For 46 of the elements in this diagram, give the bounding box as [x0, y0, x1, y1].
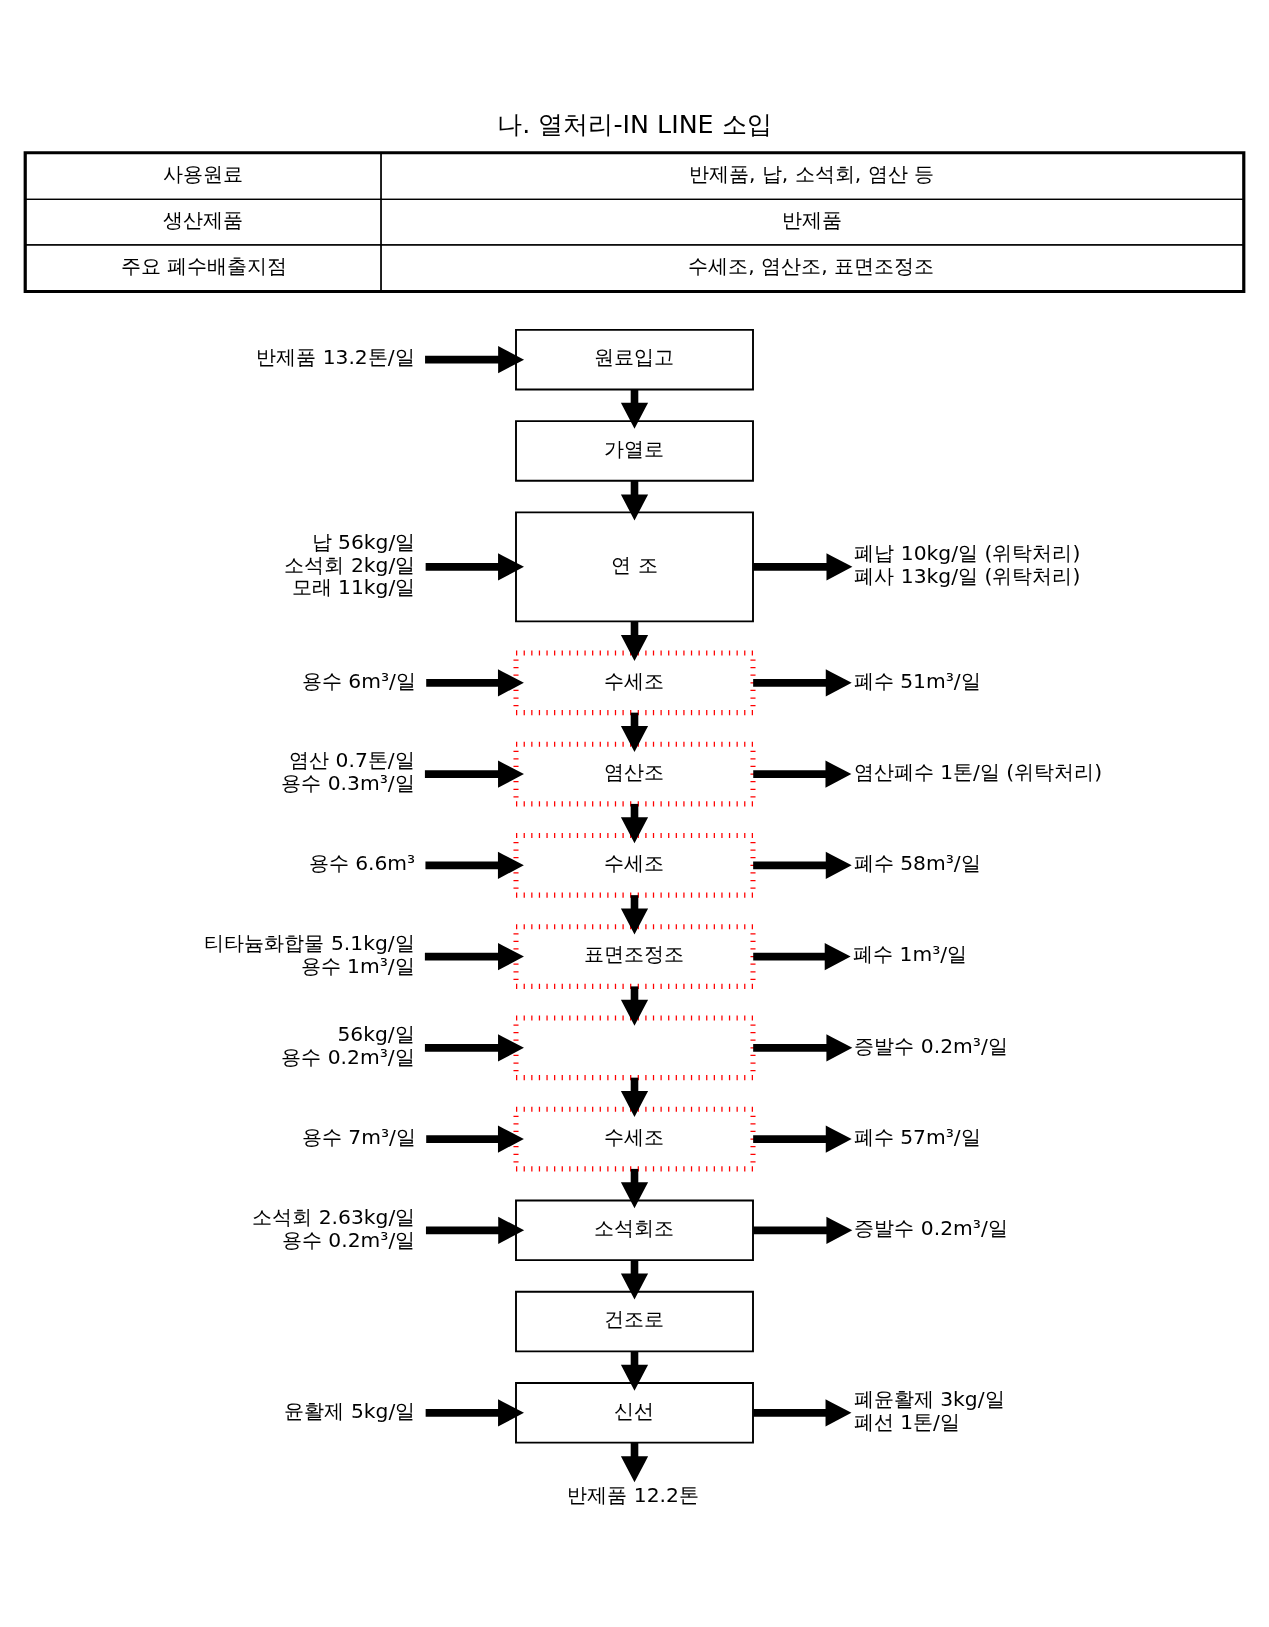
node-text: 염산 0.7톤/일 용수 0.3m³/일: [281, 747, 415, 795]
node-text: 염산폐수 1톤/일 (위탁처리): [853, 759, 1103, 784]
node-box: 염산조: [513, 741, 756, 806]
node-text: 폐윤활제 3kg/일 폐선 1톤/일: [853, 1386, 1005, 1434]
arrow: [753, 1216, 853, 1244]
node-box: [513, 1015, 756, 1080]
label: 생산제품: [163, 207, 244, 232]
label: 사용원료: [163, 161, 244, 186]
node-text: 56kg/일 용수 0.2m³/일: [281, 1021, 415, 1069]
label: 수세조, 염산조, 표면조정조: [688, 253, 935, 278]
node-text: 반제품 13.2톤/일: [256, 344, 415, 369]
arrow: [424, 759, 524, 788]
node-text: 폐수 57m³/일: [853, 1124, 981, 1149]
arrow: [753, 552, 853, 580]
node-text: 폐납 10kg/일 (위탁처리) 폐사 13kg/일 (위탁처리): [854, 540, 1081, 588]
node-text: 소석회 2.63kg/일 용수 0.2m³/일: [252, 1204, 416, 1252]
node-box: 건조로: [515, 1290, 754, 1352]
node-box: 수세조: [513, 1106, 756, 1171]
node-box: 연 조: [515, 510, 754, 622]
node-box: 수세조: [513, 650, 756, 715]
node-text: 납 56kg/일 소석회 2kg/일 모래 11kg/일: [284, 529, 416, 599]
node-box: 소석회조: [515, 1199, 754, 1261]
node-text: 반제품 12.2톤: [567, 1482, 699, 1507]
node-text: 폐수 1m³/일: [853, 941, 968, 966]
diagram-title: 나. 열처리-IN LINE 소입: [497, 108, 772, 139]
arrow: [424, 942, 524, 970]
node-text: 티타늄화합물 5.1kg/일 용수 1m³/일: [204, 930, 415, 978]
node-text: 폐수 51m³/일: [853, 668, 981, 693]
node-text: 윤활제 5kg/일: [284, 1398, 416, 1423]
node-box: 원료입고: [515, 328, 754, 390]
label: 주요 폐수배출지점: [120, 253, 288, 278]
node-box: 수세조: [513, 832, 756, 898]
node-box: 가열로: [515, 419, 754, 482]
node-box: 신선: [515, 1381, 754, 1444]
node-text: 증발수 0.2m³/일: [854, 1033, 1008, 1058]
node-text: 증발수 0.2m³/일: [854, 1215, 1008, 1240]
arrow: [753, 1398, 852, 1426]
label: 반제품, 납, 소석회, 염산 등: [689, 161, 935, 186]
node-text: 용수 6m³/일: [301, 668, 416, 693]
node-text: 폐수 58m³/일: [853, 850, 981, 875]
arrow: [424, 1033, 524, 1061]
node-text: 용수 7m³/일: [301, 1124, 416, 1149]
node-box: 표면조정조: [513, 923, 756, 989]
arrow: [425, 1216, 525, 1244]
label: 반제품: [781, 207, 842, 232]
node-text: 용수 6.6m³: [308, 850, 416, 875]
